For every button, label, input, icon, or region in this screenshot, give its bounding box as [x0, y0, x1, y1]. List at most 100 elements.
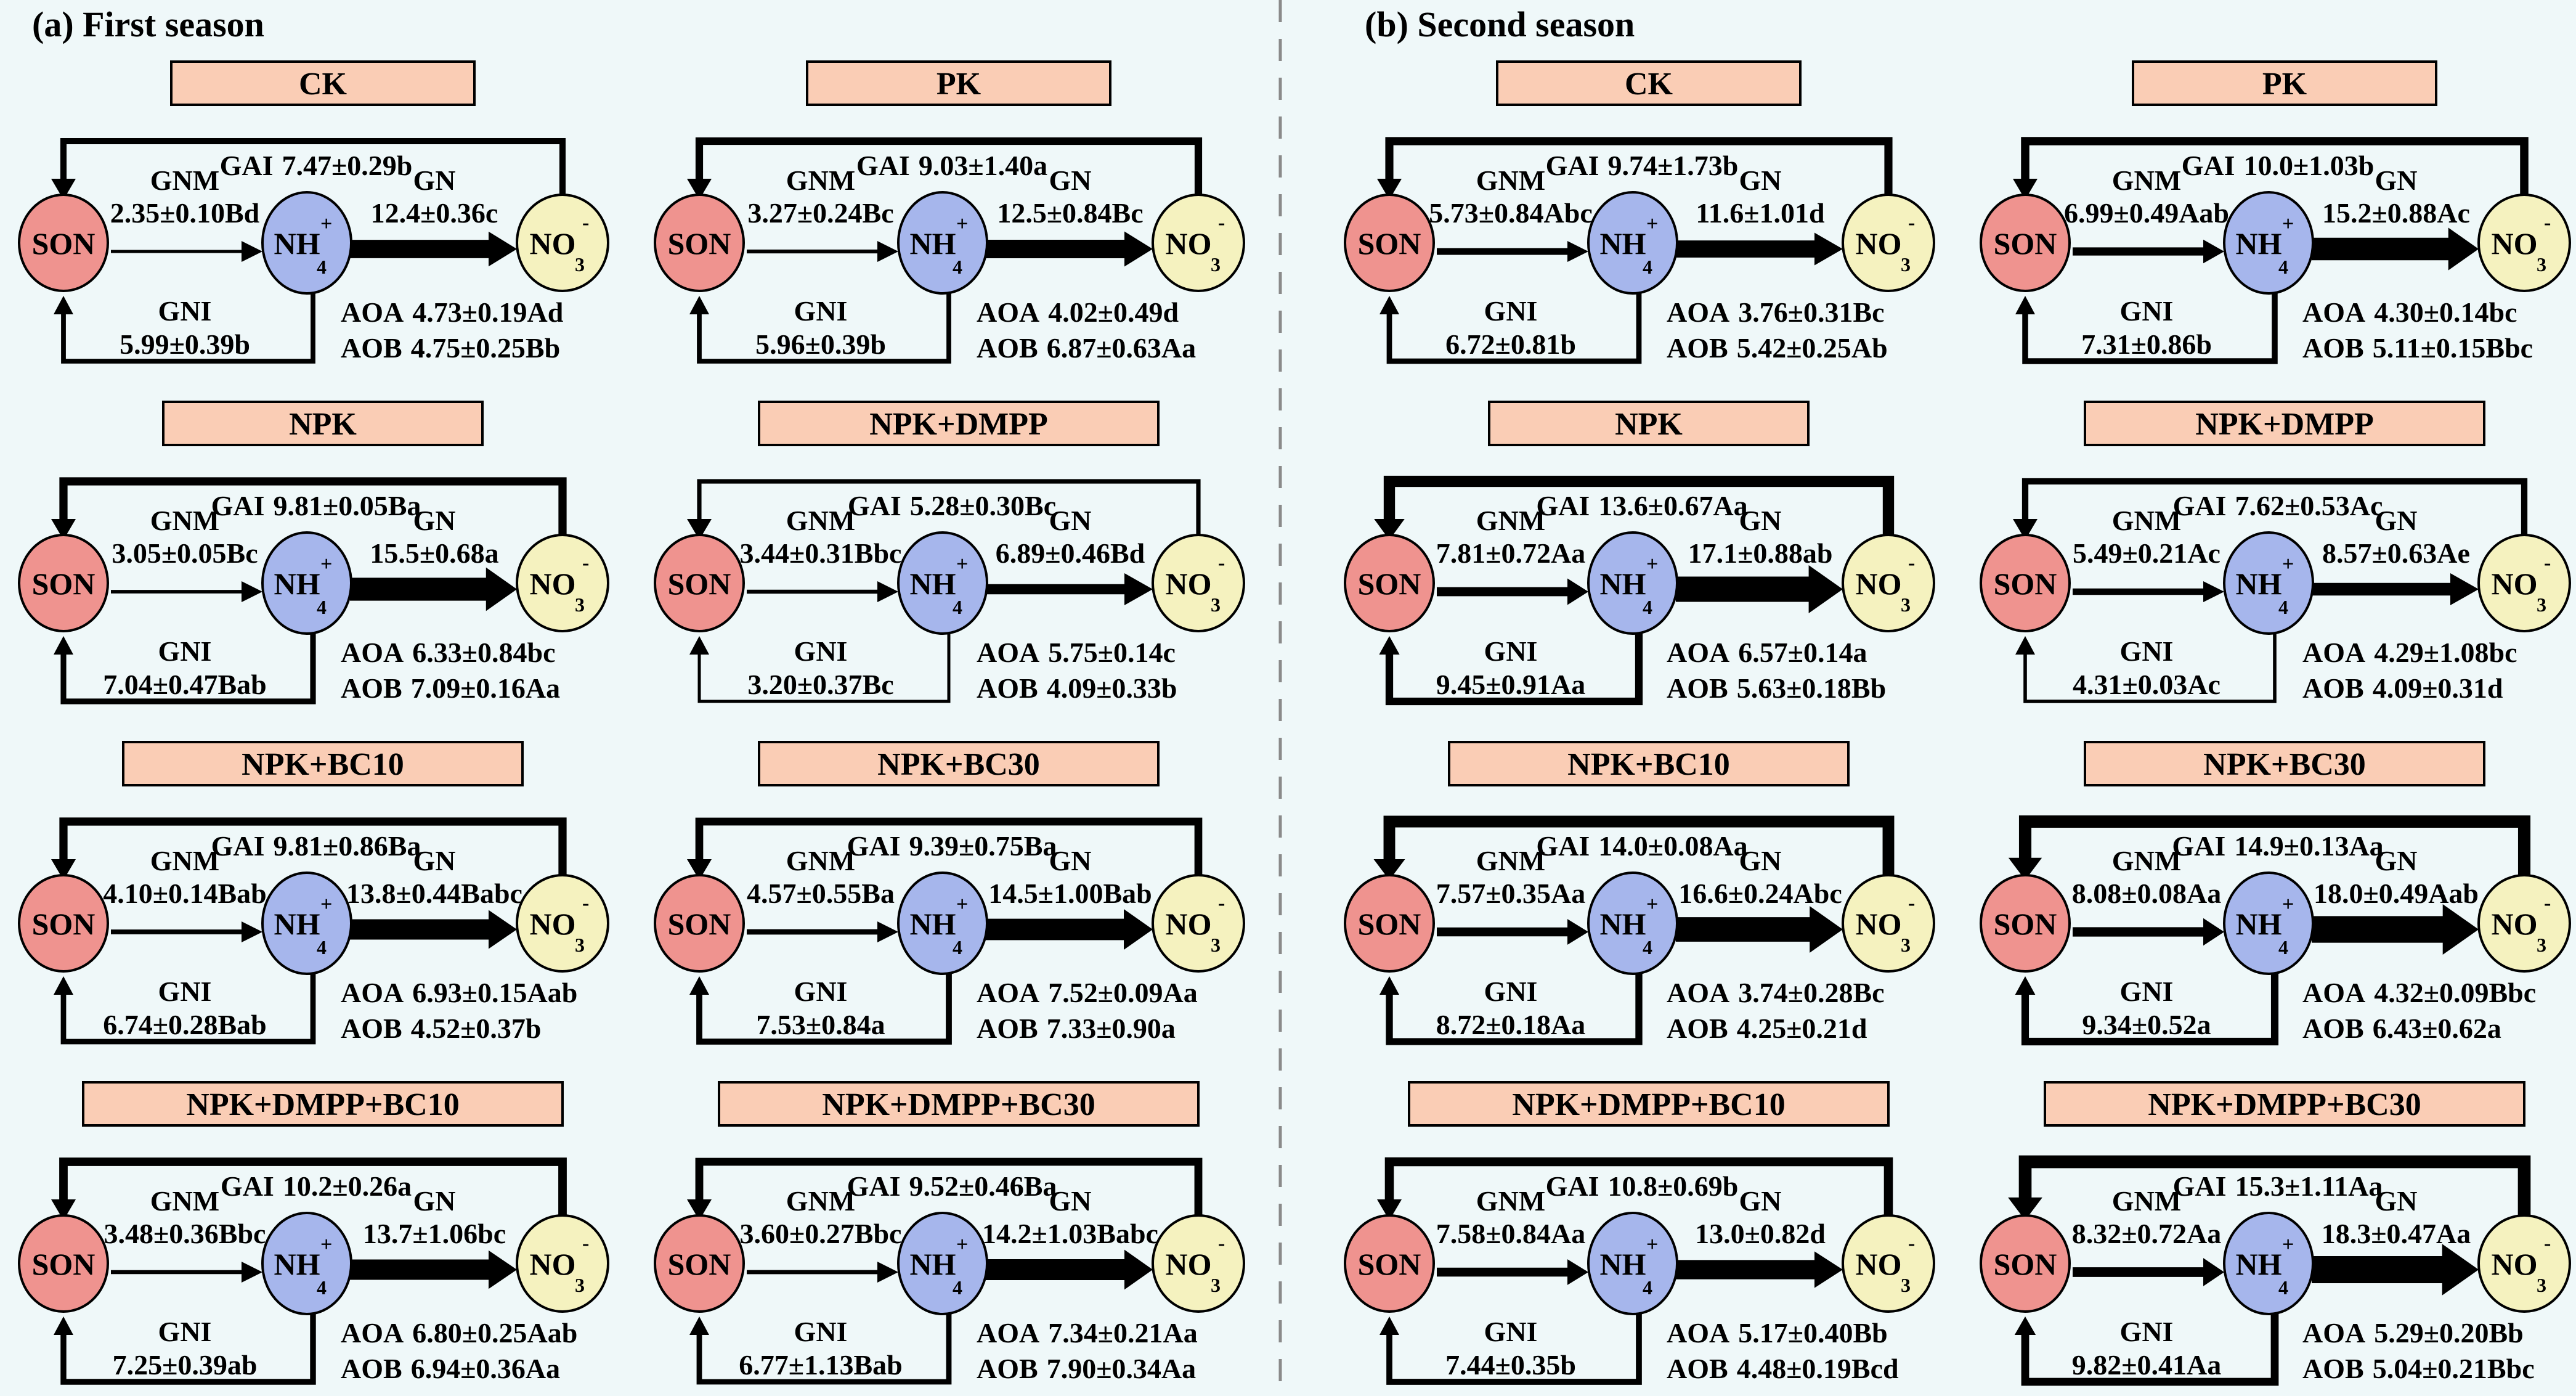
- gn-arrowhead: [1810, 906, 1843, 953]
- gn-label: GN: [2375, 845, 2418, 876]
- gnm-arrowhead: [2203, 239, 2224, 264]
- treatment-label: NPK: [289, 407, 357, 442]
- gni-value: 5.99±0.39b: [120, 329, 250, 360]
- gnm-label: GNM: [786, 1185, 855, 1217]
- son-ellipse: [1344, 1214, 1435, 1313]
- gnm-arrow: [2073, 239, 2224, 264]
- nh4-superscript: +: [2282, 213, 2294, 235]
- treatment-label: NPK+DMPP: [869, 407, 1048, 442]
- gai-arrow: [2008, 1155, 2531, 1221]
- nh4-subscript: 4: [2278, 256, 2288, 278]
- gai-arrow-path: [2018, 815, 2531, 881]
- gni-arrowhead: [689, 296, 709, 314]
- nh4-ellipse: [897, 1212, 988, 1315]
- no3-ellipse: [2477, 534, 2571, 632]
- nh4-superscript: +: [320, 213, 332, 235]
- gn-arrow: [2312, 573, 2479, 605]
- gai-arrow: [51, 817, 567, 880]
- gai-arrow: [51, 137, 566, 200]
- gnm-arrowhead: [1567, 578, 1588, 605]
- son-label: SON: [32, 907, 95, 941]
- nh4-label: NH: [1600, 566, 1646, 601]
- no3-subscript: 3: [575, 1274, 585, 1296]
- gnm-value: 3.48±0.36Bbc: [104, 1218, 266, 1249]
- gni-value: 7.44±0.35b: [1445, 1349, 1576, 1381]
- gnm-label: GNM: [150, 505, 219, 536]
- gni-arrow: [54, 291, 315, 364]
- nh4-label: NH: [274, 226, 320, 261]
- gai-arrowhead: [2013, 179, 2038, 200]
- gni-arrowhead: [689, 1316, 709, 1335]
- no3-subscript: 3: [1901, 253, 1911, 276]
- gai-arrow: [687, 1157, 1203, 1220]
- gnm-value: 5.49±0.21Ac: [2073, 537, 2220, 569]
- no3-label: NO: [2492, 1247, 2538, 1281]
- gnm-arrow: [1437, 919, 1588, 945]
- nh4-superscript: +: [320, 1233, 332, 1256]
- gnm-arrowhead: [2203, 1258, 2224, 1286]
- gai-arrowhead: [687, 179, 712, 200]
- gn-arrow: [2312, 227, 2479, 271]
- gn-arrow: [2312, 1244, 2479, 1296]
- son-ellipse: [18, 534, 109, 632]
- gnm-arrow: [2073, 918, 2224, 946]
- gai-arrow-path: [695, 137, 1203, 198]
- gnm-arrowhead: [877, 1262, 898, 1283]
- son-label: SON: [32, 566, 95, 601]
- nh4-superscript: +: [2282, 553, 2294, 576]
- gni-arrow-path: [2023, 632, 2277, 703]
- gnm-value: 2.35±0.10Bd: [110, 197, 260, 229]
- gni-arrow: [689, 291, 951, 364]
- treatment-header: NPK: [1488, 401, 1810, 446]
- gnm-label: GNM: [2112, 845, 2181, 876]
- gai-arrow: [51, 1157, 567, 1220]
- treatment-header: NPK+BC10: [1448, 741, 1850, 786]
- no3-label: NO: [1166, 1247, 1212, 1281]
- treatment-header: NPK+BC10: [122, 741, 524, 786]
- treatment-label: NPK+BC10: [242, 747, 404, 782]
- nh4-ellipse: [1587, 1212, 1678, 1315]
- gnm-arrow: [747, 1262, 898, 1283]
- gn-arrowhead: [2442, 904, 2479, 955]
- nh4-subscript: 4: [953, 1276, 962, 1299]
- gni-arrowhead: [54, 296, 73, 314]
- treatment-header: NPK: [162, 401, 484, 446]
- treatment-header: NPK+DMPP+BC10: [82, 1081, 564, 1127]
- gn-label: GN: [1049, 505, 1092, 536]
- no3-node: NO 3 -: [1842, 194, 1935, 292]
- gn-arrow: [1676, 906, 1843, 953]
- no3-node: NO 3 -: [1152, 1214, 1245, 1313]
- gnm-arrow: [111, 921, 262, 942]
- nh4-node: NH 4 +: [2223, 871, 2314, 975]
- nh4-label: NH: [2236, 226, 2282, 261]
- treatment-header: CK: [170, 60, 476, 106]
- nh4-label: NH: [274, 566, 320, 601]
- son-ellipse: [18, 1214, 109, 1313]
- gai-arrow: [1373, 815, 1895, 880]
- son-ellipse: [1344, 534, 1435, 632]
- no3-node: NO 3 -: [1152, 194, 1245, 292]
- gni-label: GNI: [1484, 1316, 1538, 1347]
- gni-value: 3.20±0.37Bc: [747, 669, 893, 700]
- son-ellipse: [1980, 534, 2071, 632]
- gnm-label: GNM: [786, 845, 855, 876]
- gnm-arrowhead: [1567, 919, 1588, 945]
- gni-arrow-path: [697, 291, 951, 364]
- son-ellipse: [1980, 874, 2071, 973]
- gai-arrowhead: [2008, 857, 2042, 880]
